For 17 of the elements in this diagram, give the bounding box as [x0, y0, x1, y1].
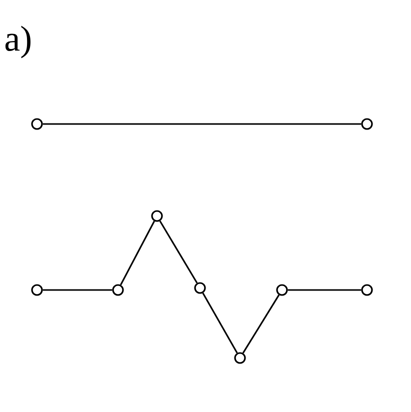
joint-circle: [361, 118, 373, 130]
line-segment: [159, 220, 198, 284]
joint-circle: [112, 284, 124, 296]
line-segment: [202, 292, 238, 354]
joint-circle: [151, 210, 163, 222]
joint-circle: [31, 118, 43, 130]
line-segment: [42, 289, 112, 291]
joint-circle: [194, 282, 206, 294]
joint-circle: [361, 284, 373, 296]
line-segment: [288, 289, 362, 291]
joint-circle: [31, 284, 43, 296]
line-segment: [42, 123, 362, 125]
joint-circle: [234, 352, 246, 364]
panel-label: a): [5, 26, 30, 58]
line-segment: [242, 294, 280, 354]
line-segment: [120, 220, 155, 286]
joint-circle: [276, 284, 288, 296]
